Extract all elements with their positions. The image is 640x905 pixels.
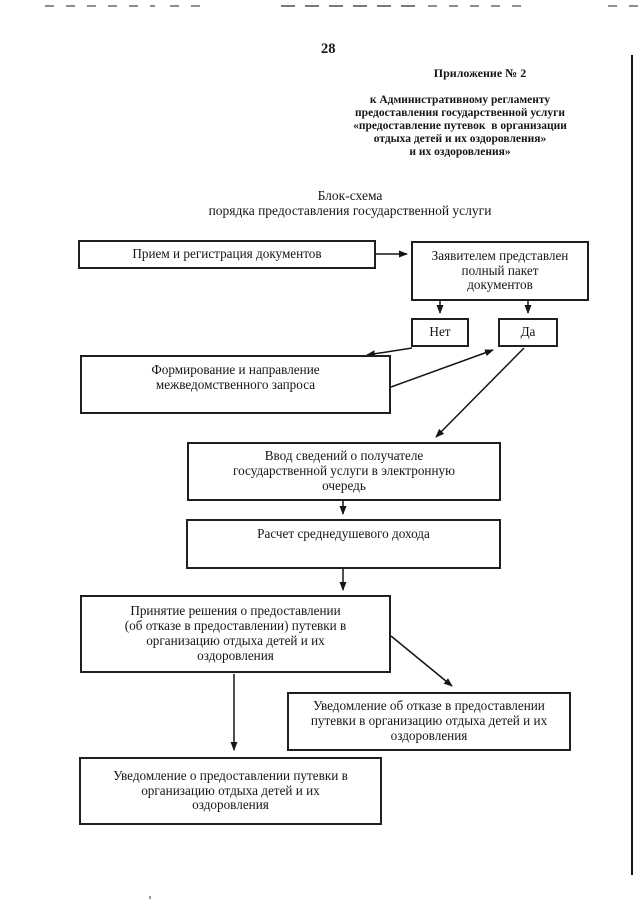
flowchart-title: Блок-схема порядка предоставления госуда… <box>155 188 545 218</box>
scan-artifact-dashed-line <box>45 5 155 7</box>
scan-artifact-vertical-line <box>631 55 633 875</box>
appendix-label: Приложение № 2 <box>433 66 527 80</box>
reference-line: отдыха детей и их оздоровления» <box>373 133 547 145</box>
node-label: Формирование и направление межведомствен… <box>151 362 320 392</box>
reference-line: «предоставление путевок в организации <box>353 120 567 132</box>
reference-line: предоставления государственной услуги <box>355 107 565 119</box>
scan-artifact-speck <box>149 896 151 899</box>
page-number: 28 <box>321 41 336 57</box>
flow-node-prinyatie-resheniya: Принятие решения о предоставлении (об от… <box>80 595 391 673</box>
node-label: Уведомление о предоставлении путевки в о… <box>113 767 348 813</box>
flow-node-raschet-dohoda: Расчет среднедушевого дохода <box>186 519 501 569</box>
flow-node-uvedomlenie-ob-otkaze: Уведомление об отказе в предоставлении п… <box>287 692 571 751</box>
regulation-reference-block: к Административному регламенту предостав… <box>338 94 582 159</box>
title-line: Блок-схема <box>317 188 383 203</box>
edge-da-vvod <box>435 347 525 438</box>
node-label: Нет <box>429 324 451 340</box>
reference-line: к Административному регламенту <box>369 94 551 106</box>
scan-artifact-dashed-line <box>170 5 200 7</box>
flow-node-net: Нет <box>411 318 469 347</box>
flow-node-da: Да <box>498 318 558 347</box>
node-label: Прием и регистрация документов <box>132 246 322 262</box>
flow-node-vvod-svedenii: Ввод сведений о получателе государственн… <box>187 442 501 501</box>
scan-artifact-dashed-line <box>428 5 532 7</box>
flow-node-uvedomlenie-o-predostavlenii: Уведомление о предоставлении путевки в о… <box>79 757 382 825</box>
edge-net-formirovanie <box>366 347 413 358</box>
node-label: Да <box>520 324 536 340</box>
flow-node-formirovanie-zaprosa: Формирование и направление межведомствен… <box>80 355 391 414</box>
scan-artifact-dashed-line <box>608 5 640 7</box>
edge-prinyatie-uved-otkaz <box>390 635 453 687</box>
scan-artifact-dashed-line <box>281 5 416 7</box>
node-label: Расчет среднедушевого дохода <box>257 526 430 541</box>
reference-line: и их оздоровления» <box>409 146 511 158</box>
node-label: Заявителем представлен полный пакет доку… <box>431 247 569 293</box>
node-label: Ввод сведений о получателе государственн… <box>233 448 455 493</box>
flow-node-polnyi-paket: Заявителем представлен полный пакет доку… <box>411 241 589 301</box>
edge-formirovanie-da <box>390 349 494 388</box>
flow-node-priem-registratsiya: Прием и регистрация документов <box>78 240 376 269</box>
node-label: Уведомление об отказе в предоставлении п… <box>310 698 548 743</box>
node-label: Принятие решения о предоставлении (об от… <box>124 603 347 663</box>
title-line: порядка предоставления государственной у… <box>208 202 492 218</box>
